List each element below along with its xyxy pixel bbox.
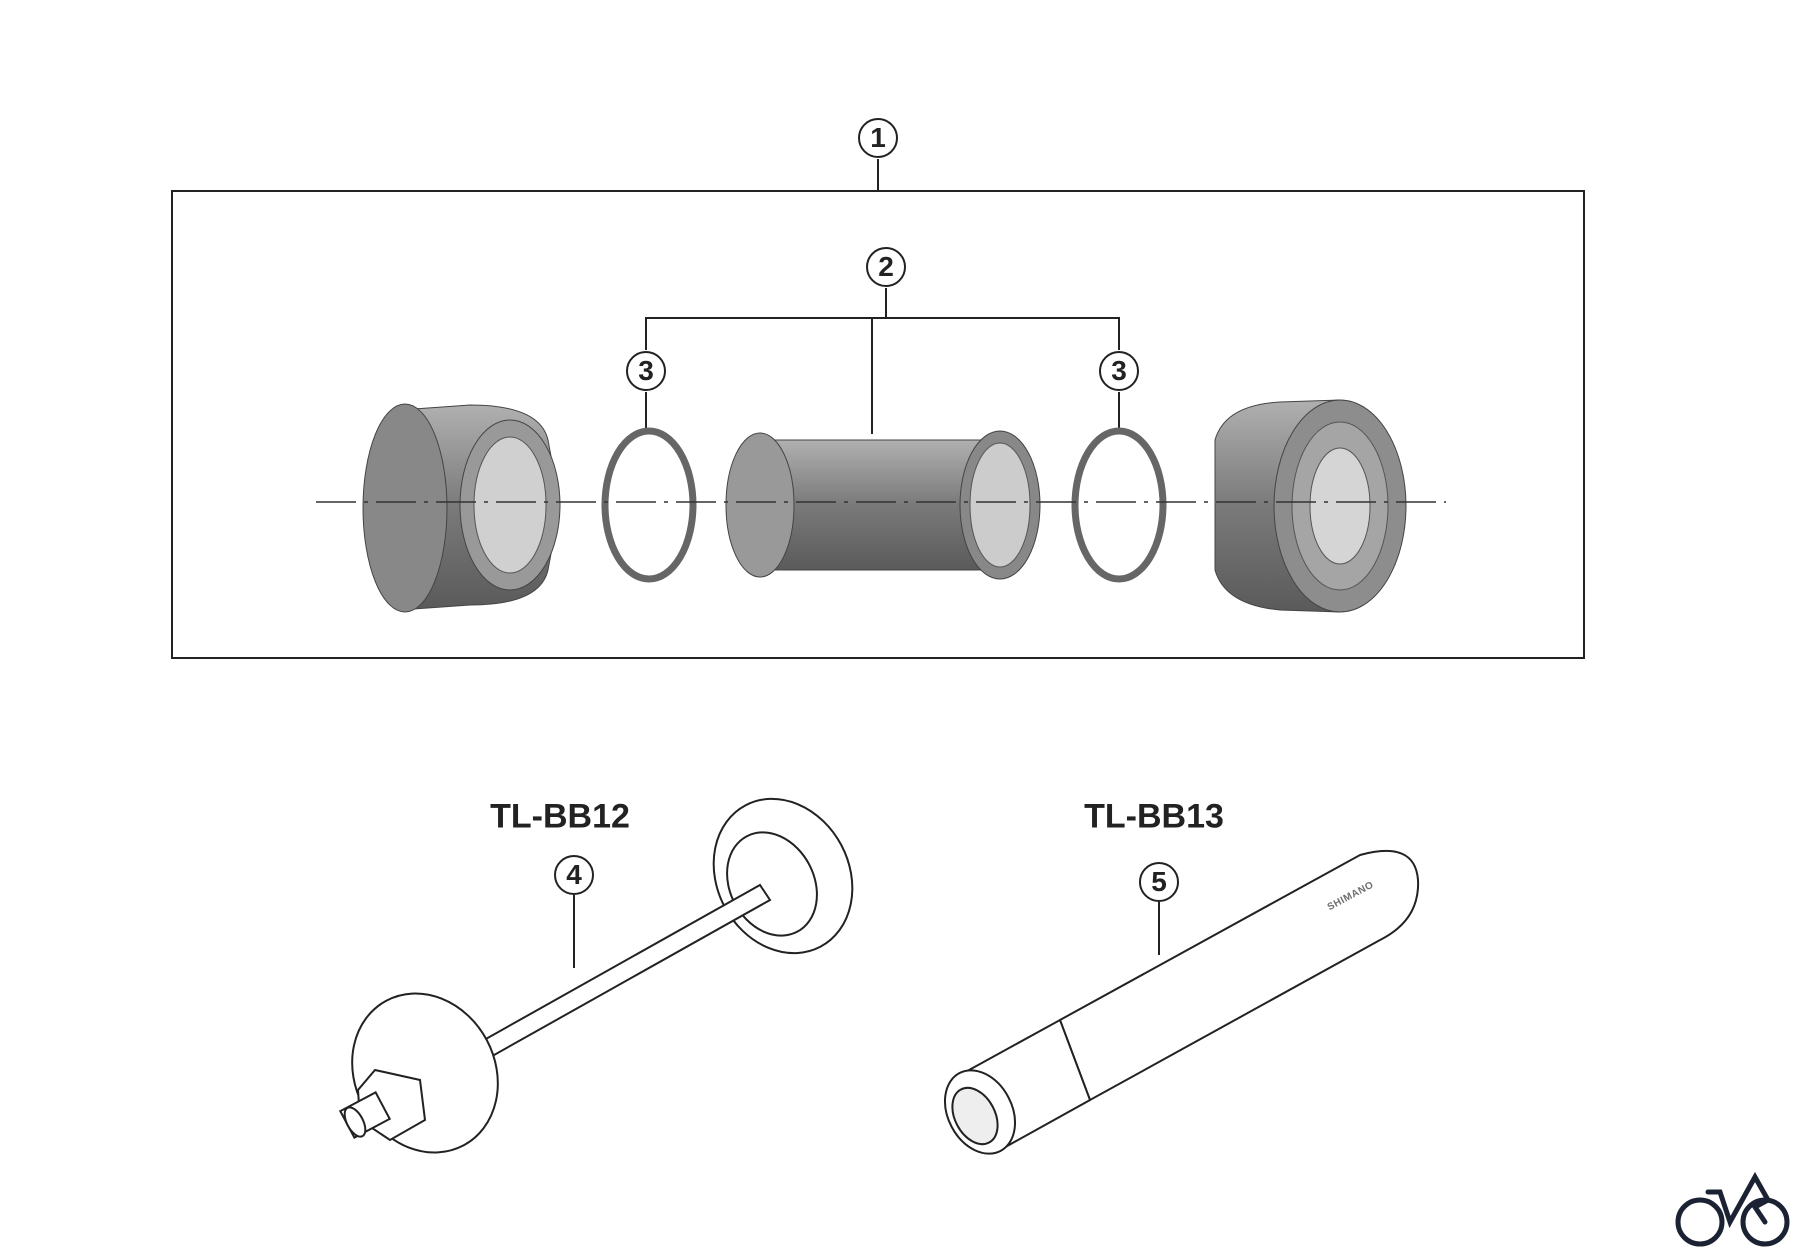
o-ring-left (601, 427, 697, 583)
bracket-2 (645, 317, 1120, 350)
callout-3-left: 3 (626, 351, 666, 391)
tool-tl-bb12 (338, 797, 854, 1154)
callout-2: 2 (866, 247, 906, 287)
callout-1: 1 (858, 118, 898, 158)
callout-4: 4 (554, 855, 594, 895)
bicycle-logo-icon (1675, 1171, 1790, 1247)
tool-label-tl-bb12: TL-BB12 (490, 797, 630, 836)
tool-tl-bb13 (943, 849, 1420, 1155)
o-ring-right (1071, 427, 1167, 583)
right-cup (1214, 399, 1407, 613)
callout-5: 5 (1139, 862, 1179, 902)
left-cup (362, 403, 561, 613)
assembly-box (171, 190, 1585, 659)
tool-label-tl-bb13: TL-BB13 (1084, 797, 1224, 836)
center-sleeve (725, 430, 1041, 580)
callout-3-right: 3 (1099, 351, 1139, 391)
